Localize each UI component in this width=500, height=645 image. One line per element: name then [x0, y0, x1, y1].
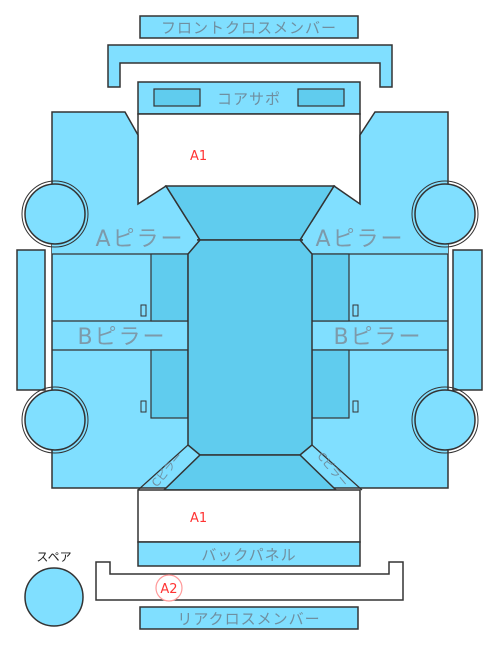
rear-cross-member[interactable]	[139, 606, 359, 630]
left-rear-door-column[interactable]	[150, 349, 189, 419]
rear-cross-member-label: リアクロスメンバー	[177, 610, 320, 628]
trunk	[137, 489, 361, 543]
core-support-label: コアサポ	[217, 90, 281, 108]
wheel-front-left-arch	[21, 180, 89, 248]
wheel-front-right-icon[interactable]	[414, 183, 476, 245]
front-cross-member[interactable]	[139, 15, 359, 39]
right-front-door-column[interactable]	[311, 253, 350, 322]
wheel-front-right-arch	[411, 180, 479, 248]
left-side-skirt[interactable]	[16, 249, 46, 391]
b-pillar-right-label: Bピラー	[333, 325, 422, 350]
wheel-front-left-icon[interactable]	[24, 183, 86, 245]
right-side-skirt[interactable]	[452, 249, 483, 391]
a-pillar-right-label: Aピラー	[315, 227, 404, 252]
front-bumper[interactable]	[107, 44, 393, 88]
left-rear-door-handle	[140, 400, 147, 413]
left-front-door-column[interactable]	[150, 253, 189, 322]
spare-label: スペア	[36, 550, 71, 564]
back-panel[interactable]	[137, 541, 361, 567]
right-front-door-handle	[352, 304, 359, 317]
wheel-rear-right-arch	[411, 386, 479, 454]
core-support-right-slot	[297, 88, 345, 107]
b-pillar-left-label: Bピラー	[77, 325, 166, 350]
roof[interactable]	[187, 239, 313, 456]
front-cross-member-label: フロントクロスメンバー	[161, 19, 337, 37]
wheel-rear-left-arch	[21, 386, 89, 454]
a-pillar-left-label: Aピラー	[95, 227, 184, 252]
right-rear-door-column[interactable]	[311, 349, 350, 419]
wheel-rear-right-icon[interactable]	[414, 389, 476, 451]
spare-tire-icon[interactable]	[24, 567, 84, 627]
rear-window-right-edge	[311, 444, 363, 491]
rear-window-left-edge	[137, 444, 189, 491]
rear-a2-circle[interactable]	[155, 574, 183, 602]
wheel-rear-left-icon[interactable]	[24, 389, 86, 451]
rear-a2-marker: A2	[160, 582, 177, 597]
left-front-door-handle	[140, 304, 147, 317]
right-rear-door-handle	[352, 400, 359, 413]
core-support-left-slot	[153, 88, 201, 107]
back-panel-label: バックパネル	[201, 546, 296, 564]
rear-a1-marker: A1	[190, 511, 207, 526]
front-a1-marker: A1	[190, 149, 207, 164]
rear-bumper	[95, 561, 404, 601]
